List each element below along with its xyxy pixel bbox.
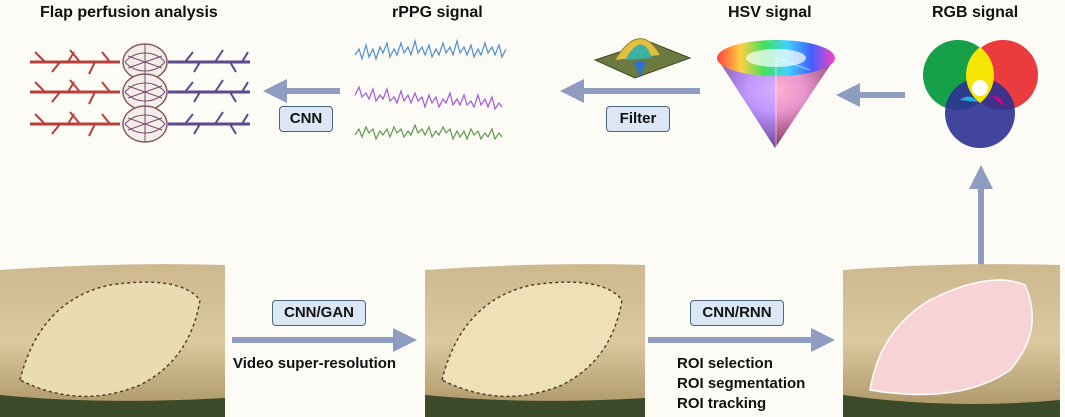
flap-photo-original xyxy=(0,264,225,417)
rppg-green-trace xyxy=(354,123,503,141)
caption-roi-tracking: ROI tracking xyxy=(677,395,767,412)
flow-arrows xyxy=(232,79,993,352)
caption-roi-segmentation: ROI segmentation xyxy=(677,375,806,392)
flap-photo-superresolved xyxy=(425,264,645,417)
caption-video-super-resolution: Video super-resolution xyxy=(233,355,397,372)
vessel-network-illustration xyxy=(28,43,252,144)
flap-photo-roi xyxy=(843,264,1060,417)
cnn-rnn-box: CNN/RNN xyxy=(690,300,784,326)
rppg-signal-traces xyxy=(354,38,507,141)
title-rgb-signal: RGB signal xyxy=(932,4,1019,21)
rppg-purple-trace xyxy=(354,85,503,111)
rppg-blue-trace xyxy=(354,38,507,62)
cnn-box: CNN xyxy=(279,106,333,132)
hsv-cone-illustration xyxy=(717,40,835,148)
filter-surface-illustration xyxy=(593,38,692,79)
caption-roi-selection: ROI selection xyxy=(677,355,773,372)
title-flap-perfusion: Flap perfusion analysis xyxy=(40,4,218,21)
cnn-gan-box: CNN/GAN xyxy=(272,300,366,326)
filter-box: Filter xyxy=(606,106,670,132)
title-rppg-signal: rPPG signal xyxy=(392,4,483,21)
rgb-venn-illustration xyxy=(923,40,1038,148)
title-hsv-signal: HSV signal xyxy=(728,4,812,21)
